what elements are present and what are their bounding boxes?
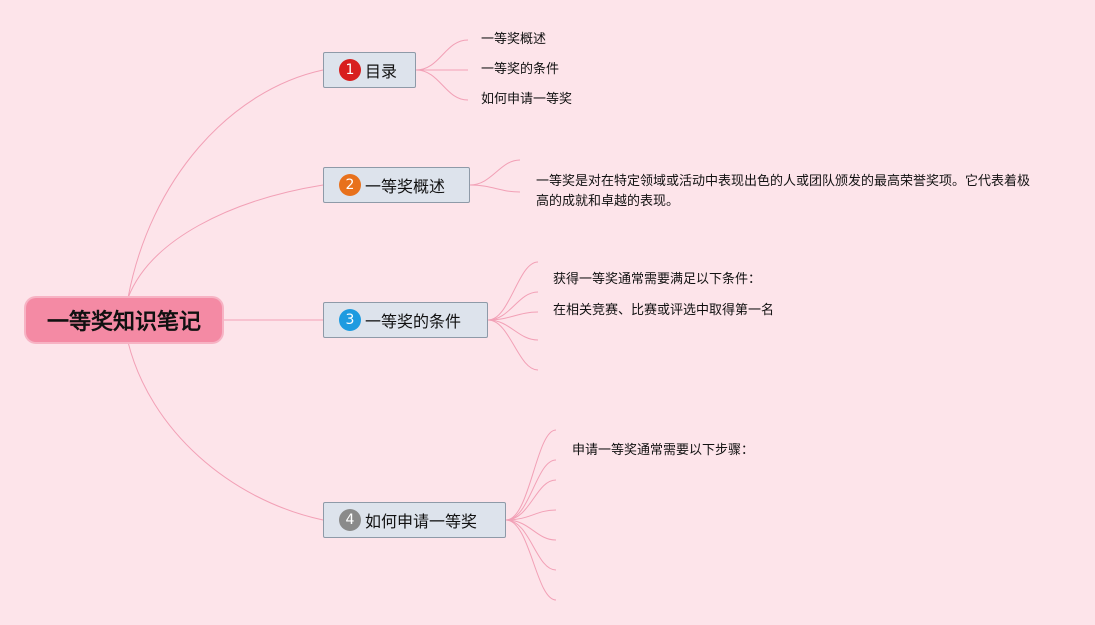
connector-b4-leaf-2: [505, 459, 557, 521]
root-topic[interactable]: 一等奖知识笔记: [26, 298, 222, 342]
number-badge-1: 1: [339, 59, 361, 81]
number-badge-3: 3: [339, 309, 361, 331]
branch-topic-2-label: 一等奖概述: [365, 177, 446, 196]
leaf-topic-1-1[interactable]: 一等奖概述: [481, 32, 547, 47]
connector-root-branch-2: [127, 184, 324, 299]
connector-b3-leaf-4: [487, 319, 539, 341]
branch-topic-3-label: 一等奖的条件: [365, 312, 462, 331]
branch-topic-2[interactable]: 2 一等奖概述: [323, 167, 470, 203]
connector-b3-leaf-3: [487, 311, 539, 321]
branch-topic-4[interactable]: 4 如何申请一等奖: [323, 502, 506, 538]
number-badge-4: 4: [339, 509, 361, 531]
connector-b4-leaf-4: [505, 509, 557, 521]
leaf-topic-1-3[interactable]: 如何申请一等奖: [481, 92, 573, 107]
connector-b1-leaf-1: [415, 39, 469, 71]
connector-b3-leaf-1: [487, 261, 539, 321]
leaf-topic-2-1[interactable]: 一等奖是对在特定领域或活动中表现出色的人或团队颁发的最高荣誉奖项。它代表着极高的…: [536, 174, 1031, 209]
connector-b4-leaf-1: [505, 429, 557, 521]
connector-b3-leaf-2: [487, 291, 539, 321]
connector-b4-leaf-7: [505, 519, 557, 601]
connector-b4-leaf-5: [505, 519, 557, 541]
leaf-topic-1-2[interactable]: 一等奖的条件: [481, 62, 560, 77]
connector-b1-leaf-3: [415, 69, 469, 101]
leaf-topic-3-2[interactable]: 在相关竞赛、比赛或评选中取得第一名: [553, 303, 775, 318]
connector-root-branch-4: [127, 341, 324, 521]
root-topic-label: 一等奖知识笔记: [46, 310, 201, 335]
branch-topic-1-label: 目录: [365, 62, 398, 81]
branch-topic-1[interactable]: 1 目录: [323, 52, 416, 88]
leaf-topic-4-1[interactable]: 申请一等奖通常需要以下步骤：: [572, 443, 755, 458]
connector-b4-leaf-3: [505, 479, 557, 521]
number-badge-2: 2: [339, 174, 361, 196]
leaf-topic-3-1[interactable]: 获得一等奖通常需要满足以下条件：: [553, 272, 762, 287]
branch-topic-3[interactable]: 3 一等奖的条件: [323, 302, 488, 338]
branch-topic-4-label: 如何申请一等奖: [365, 512, 478, 531]
connector-b2-leaf-2: [469, 184, 521, 193]
connector-root-branch-1: [127, 69, 324, 299]
connector-b3-leaf-5: [487, 319, 539, 371]
connector-b2-leaf-1: [469, 159, 521, 186]
connector-b4-leaf-6: [505, 519, 557, 571]
